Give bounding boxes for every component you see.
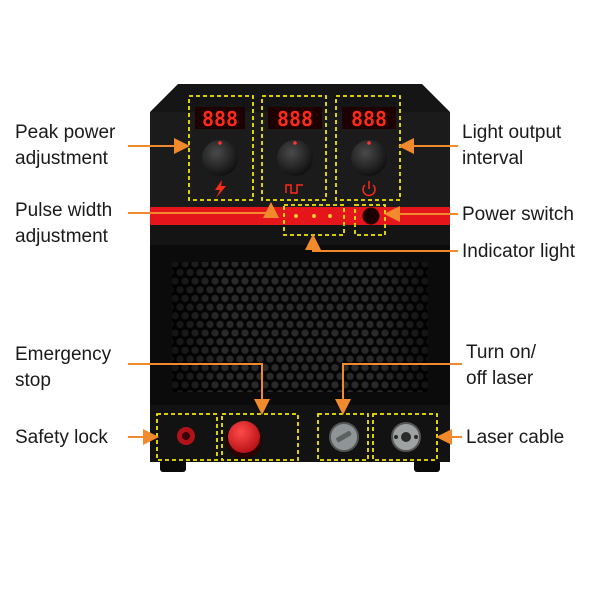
label-indicator-light: Indicator light	[462, 241, 576, 262]
light-output-knob[interactable]	[351, 140, 387, 176]
indicator-lights	[294, 214, 332, 218]
display-1: 888	[202, 107, 238, 131]
pulse-width-knob[interactable]	[277, 140, 313, 176]
module-2: 888	[268, 107, 322, 194]
box-pulse-width	[261, 95, 327, 201]
arrow-pulse-width	[128, 202, 279, 218]
arrow-indicator	[305, 234, 458, 252]
module-1: 888	[195, 107, 245, 198]
lightning-icon	[215, 180, 226, 198]
foot-left	[160, 460, 186, 472]
label-turn-on-off: Turn on/ off laser	[466, 342, 537, 389]
peak-power-knob[interactable]	[202, 140, 238, 176]
label-light-output: Light output interval	[462, 122, 562, 169]
arrow-turn-on-off	[335, 363, 462, 415]
foot-right	[414, 460, 440, 472]
module-3: 888	[342, 107, 396, 197]
label-laser-cable: Laser cable	[466, 427, 565, 448]
pulse-wave-icon	[285, 184, 303, 194]
callout-arrows	[128, 138, 462, 445]
laser-cable-port[interactable]	[391, 422, 421, 452]
key-switch[interactable]	[329, 422, 359, 452]
label-peak-power: Peak power adjustment	[15, 122, 116, 169]
emergency-stop-button[interactable]	[226, 421, 262, 458]
arrow-emergency-stop	[128, 363, 270, 415]
safety-lock-socket[interactable]	[177, 427, 195, 445]
device-body	[150, 84, 450, 472]
red-strip	[150, 207, 450, 225]
power-icon	[362, 184, 376, 197]
display-3: 888	[351, 107, 387, 131]
display-2: 888	[277, 107, 313, 131]
label-emergency-stop: Emergency stop	[15, 344, 112, 391]
power-switch-button[interactable]	[362, 207, 380, 225]
label-safety-lock: Safety lock	[15, 427, 108, 448]
label-power-switch: Power switch	[462, 204, 574, 225]
label-pulse-width: Pulse width adjustment	[15, 200, 113, 247]
